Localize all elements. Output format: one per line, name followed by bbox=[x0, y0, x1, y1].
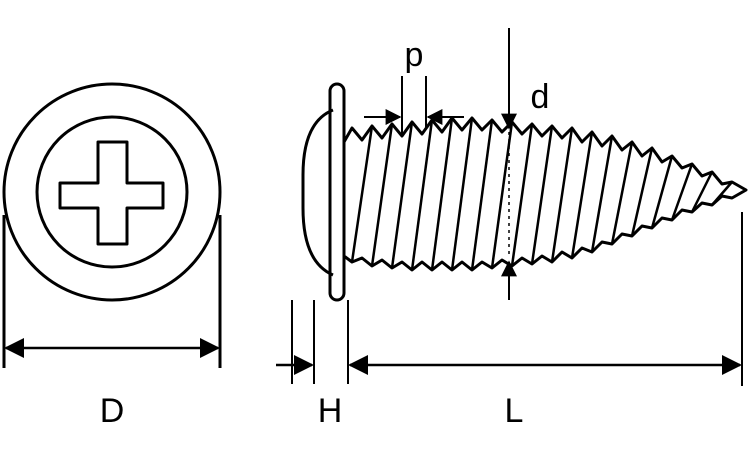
thread-helix-lines bbox=[350, 117, 733, 271]
phillips-recess-icon bbox=[58, 140, 165, 246]
screw-side-view bbox=[301, 82, 748, 302]
head-outer-circle bbox=[2, 82, 222, 302]
thread-profile bbox=[342, 116, 748, 272]
washer-flange bbox=[328, 82, 346, 302]
screw-head-dome bbox=[301, 108, 334, 277]
diameter-label: D bbox=[100, 392, 125, 430]
pitch-dimension bbox=[364, 76, 464, 136]
pitch-label: p bbox=[405, 36, 424, 74]
thread-diameter-label: d bbox=[531, 78, 550, 116]
head-height-label: H bbox=[318, 392, 343, 430]
head-inner-circle bbox=[35, 115, 189, 269]
head-top-view bbox=[2, 82, 222, 368]
length-label: L bbox=[505, 392, 524, 430]
